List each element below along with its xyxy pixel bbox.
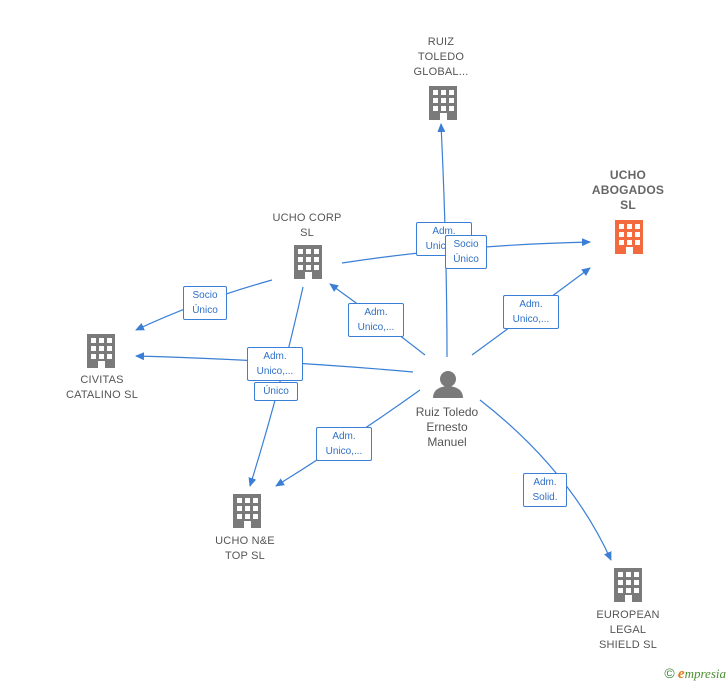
edge-label-adm-unico-civitas: Adm. Unico,... — [247, 347, 303, 381]
node-civitas-catalino[interactable]: CIVITAS CATALINO SL — [65, 374, 139, 401]
ruiz-global-building-icon — [429, 86, 457, 120]
empresia-watermark: © empresia — [664, 665, 726, 682]
ucho-ne-building-icon — [233, 494, 261, 528]
node-ucho-ne-top[interactable]: UCHO N&E TOP SL — [215, 535, 275, 562]
edge-label-adm-solid-european: Adm. Solid. — [523, 473, 567, 507]
node-ruiz-toledo-global[interactable]: RUIZ TOLEDO GLOBAL... — [413, 36, 469, 78]
european-building-icon — [614, 568, 642, 602]
edge-label-unico-ne: Único — [254, 382, 298, 401]
node-person-ruiz-toledo[interactable]: Ruiz Toledo Ernesto Manuel — [415, 405, 479, 449]
edge-label-socio-unico-abogados: Socio Único — [445, 235, 487, 269]
edge-label-socio-unico-civitas: Socio Único — [183, 286, 227, 320]
node-european-legal-shield[interactable]: EUROPEAN LEGAL SHIELD SL — [596, 609, 660, 651]
edge-label-adm-unico-corp: Adm. Unico,... — [348, 303, 404, 337]
edge-label-adm-unico-abogados: Adm. Unico,... — [503, 295, 559, 329]
person-icon — [433, 371, 463, 398]
ucho-abogados-building-icon — [615, 220, 643, 254]
node-ucho-abogados[interactable]: UCHO ABOGADOS SL — [591, 168, 665, 212]
civitas-building-icon — [87, 334, 115, 368]
copyright-icon: © — [664, 665, 675, 681]
edge-label-adm-unico-ne: Adm. Unico,... — [316, 427, 372, 461]
ucho-corp-building-icon — [294, 245, 322, 279]
node-ucho-corp[interactable]: UCHO CORP SL — [272, 212, 342, 239]
